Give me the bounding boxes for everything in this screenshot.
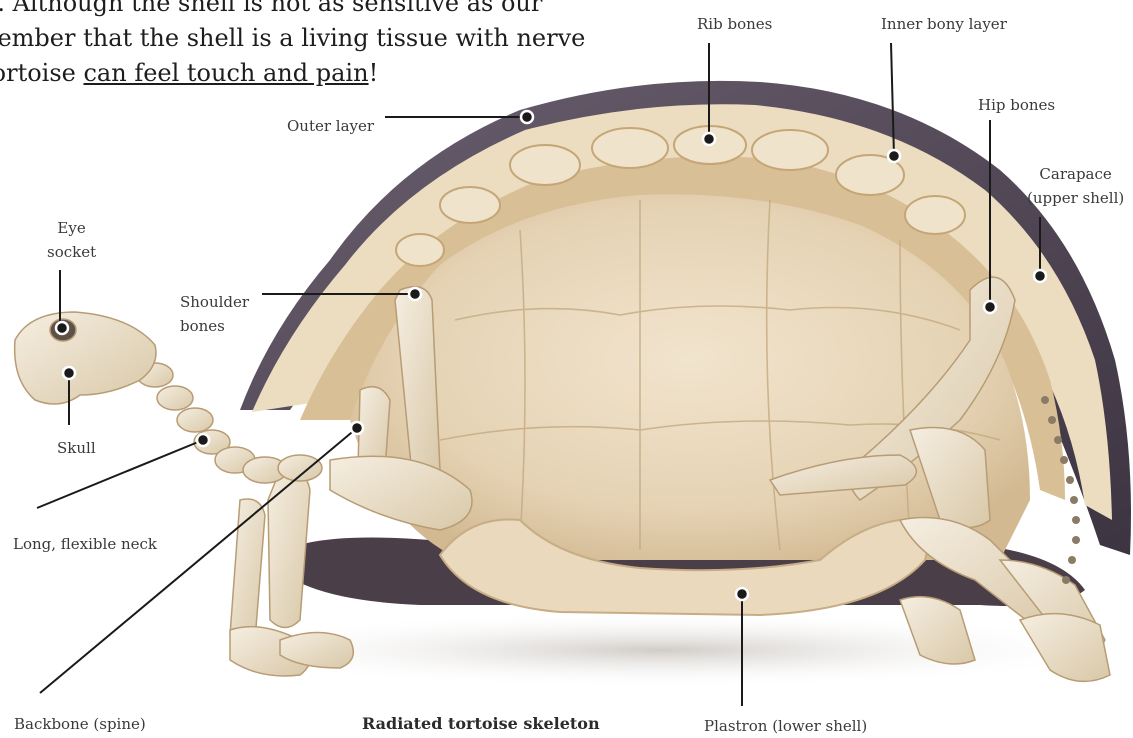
label-eye-socket-line-2: socket xyxy=(47,240,96,264)
label-backbone: Backbone (spine) xyxy=(14,712,146,736)
label-neck: Long, flexible neck xyxy=(13,532,157,556)
label-shoulder-line-2: bones xyxy=(180,314,249,338)
marker-shoulder xyxy=(409,288,421,300)
label-eye-socket: Eye socket xyxy=(47,216,96,264)
label-carapace-line-2: (upper shell) xyxy=(1027,186,1124,210)
label-carapace: Carapace (upper shell) xyxy=(1027,162,1124,210)
marker-neck xyxy=(197,434,209,446)
label-hip-bones: Hip bones xyxy=(978,93,1055,117)
marker-carapace xyxy=(1034,270,1046,282)
label-eye-socket-line-1: Eye xyxy=(47,216,96,240)
marker-skull xyxy=(63,367,75,379)
label-inner-bony-layer: Inner bony layer xyxy=(881,12,1007,36)
skull xyxy=(15,312,156,404)
label-skull: Skull xyxy=(57,436,96,460)
label-shoulder-bones: Shoulder bones xyxy=(180,290,249,338)
marker-inner-bony-layer xyxy=(888,150,900,162)
figure-caption: Radiated tortoise skeleton xyxy=(362,714,600,733)
label-plastron: Plastron (lower shell) xyxy=(704,714,867,738)
label-outer-layer: Outer layer xyxy=(287,114,374,138)
marker-backbone xyxy=(351,422,363,434)
marker-outer-layer xyxy=(521,111,533,123)
marker-hip-bones xyxy=(984,301,996,313)
label-shoulder-line-1: Shoulder xyxy=(180,290,249,314)
label-carapace-line-1: Carapace xyxy=(1027,162,1124,186)
marker-rib-bones xyxy=(703,133,715,145)
label-rib-bones: Rib bones xyxy=(697,12,772,36)
marker-eye-socket xyxy=(56,322,68,334)
marker-plastron xyxy=(736,588,748,600)
